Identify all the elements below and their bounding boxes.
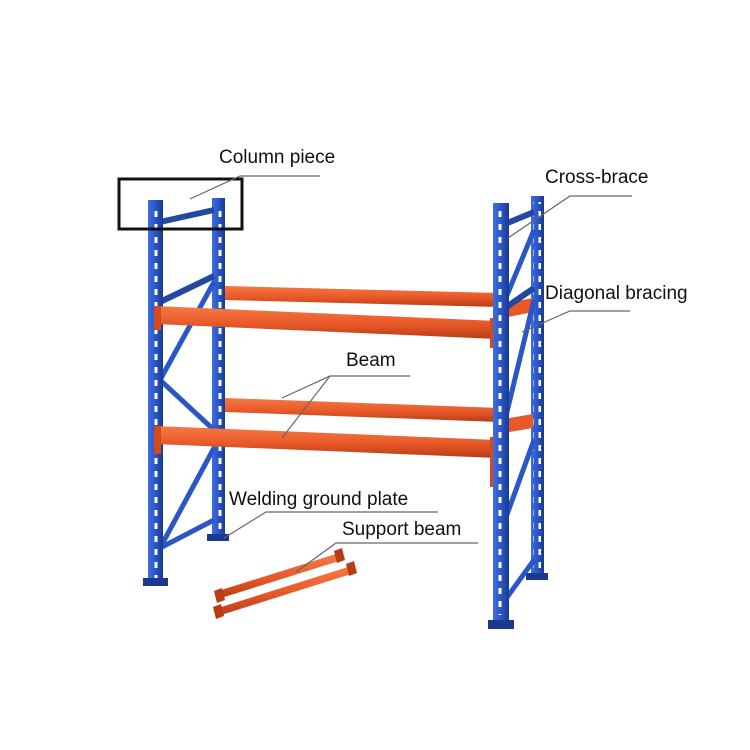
right-back-frame — [526, 196, 548, 580]
diagonal-bracing-leader — [521, 310, 630, 333]
column-piece-label: Column piece — [219, 147, 336, 168]
right-cross-brace — [503, 209, 536, 227]
beam-leader-lower — [281, 375, 331, 439]
welding-ground-plate-label: Welding ground plate — [229, 489, 409, 510]
support-beam-label: Support beam — [342, 519, 462, 540]
diagonal-bracing-label: Diagonal bracing — [545, 283, 688, 304]
right-diagonal-brace-1 — [502, 229, 537, 301]
lower-back-beam — [225, 398, 500, 422]
beam-label: Beam — [346, 350, 396, 371]
support-beams — [213, 548, 357, 619]
leader-lines — [189, 175, 632, 573]
left-diagonal-brace-1 — [157, 280, 217, 382]
welding-ground-plate-leader — [223, 511, 438, 539]
right-diagonal-brace-2 — [502, 299, 537, 421]
lower-front-beam — [154, 426, 498, 487]
beam-leader-upper — [281, 375, 410, 399]
cross-brace-leader — [507, 195, 632, 239]
right-front-base-plate — [488, 620, 514, 629]
right-horizontal-brace — [503, 285, 536, 311]
left-cross-brace — [159, 207, 215, 225]
left-back-upright-holes — [214, 204, 222, 534]
left-front-upright-holes — [151, 206, 159, 578]
right-front-upright-holes — [497, 209, 505, 615]
left-bottom-brace — [158, 517, 216, 551]
right-bottom-brace — [502, 558, 537, 602]
support-beam-2 — [213, 561, 357, 619]
right-front-frame — [488, 203, 514, 629]
right-back-base-plate — [526, 573, 548, 580]
left-frame — [143, 198, 229, 586]
cross-brace-label: Cross-brace — [545, 167, 649, 188]
support-beam-1 — [214, 548, 345, 603]
column-piece-leader — [189, 175, 320, 200]
upper-back-beam — [225, 286, 500, 307]
left-front-base-plate — [143, 578, 168, 586]
right-diagonal-brace-3 — [502, 439, 537, 521]
left-back-base-plate — [207, 534, 229, 541]
left-diagonal-brace-2 — [158, 378, 216, 432]
right-back-upright-holes — [533, 202, 541, 572]
right-frame-bracing — [502, 209, 537, 602]
upper-front-beam — [154, 306, 498, 348]
left-diagonal-brace-3 — [157, 446, 217, 550]
left-horizontal-brace — [158, 273, 216, 305]
column-piece-highlight-box — [117, 177, 244, 231]
support-beam-leader — [295, 542, 478, 573]
